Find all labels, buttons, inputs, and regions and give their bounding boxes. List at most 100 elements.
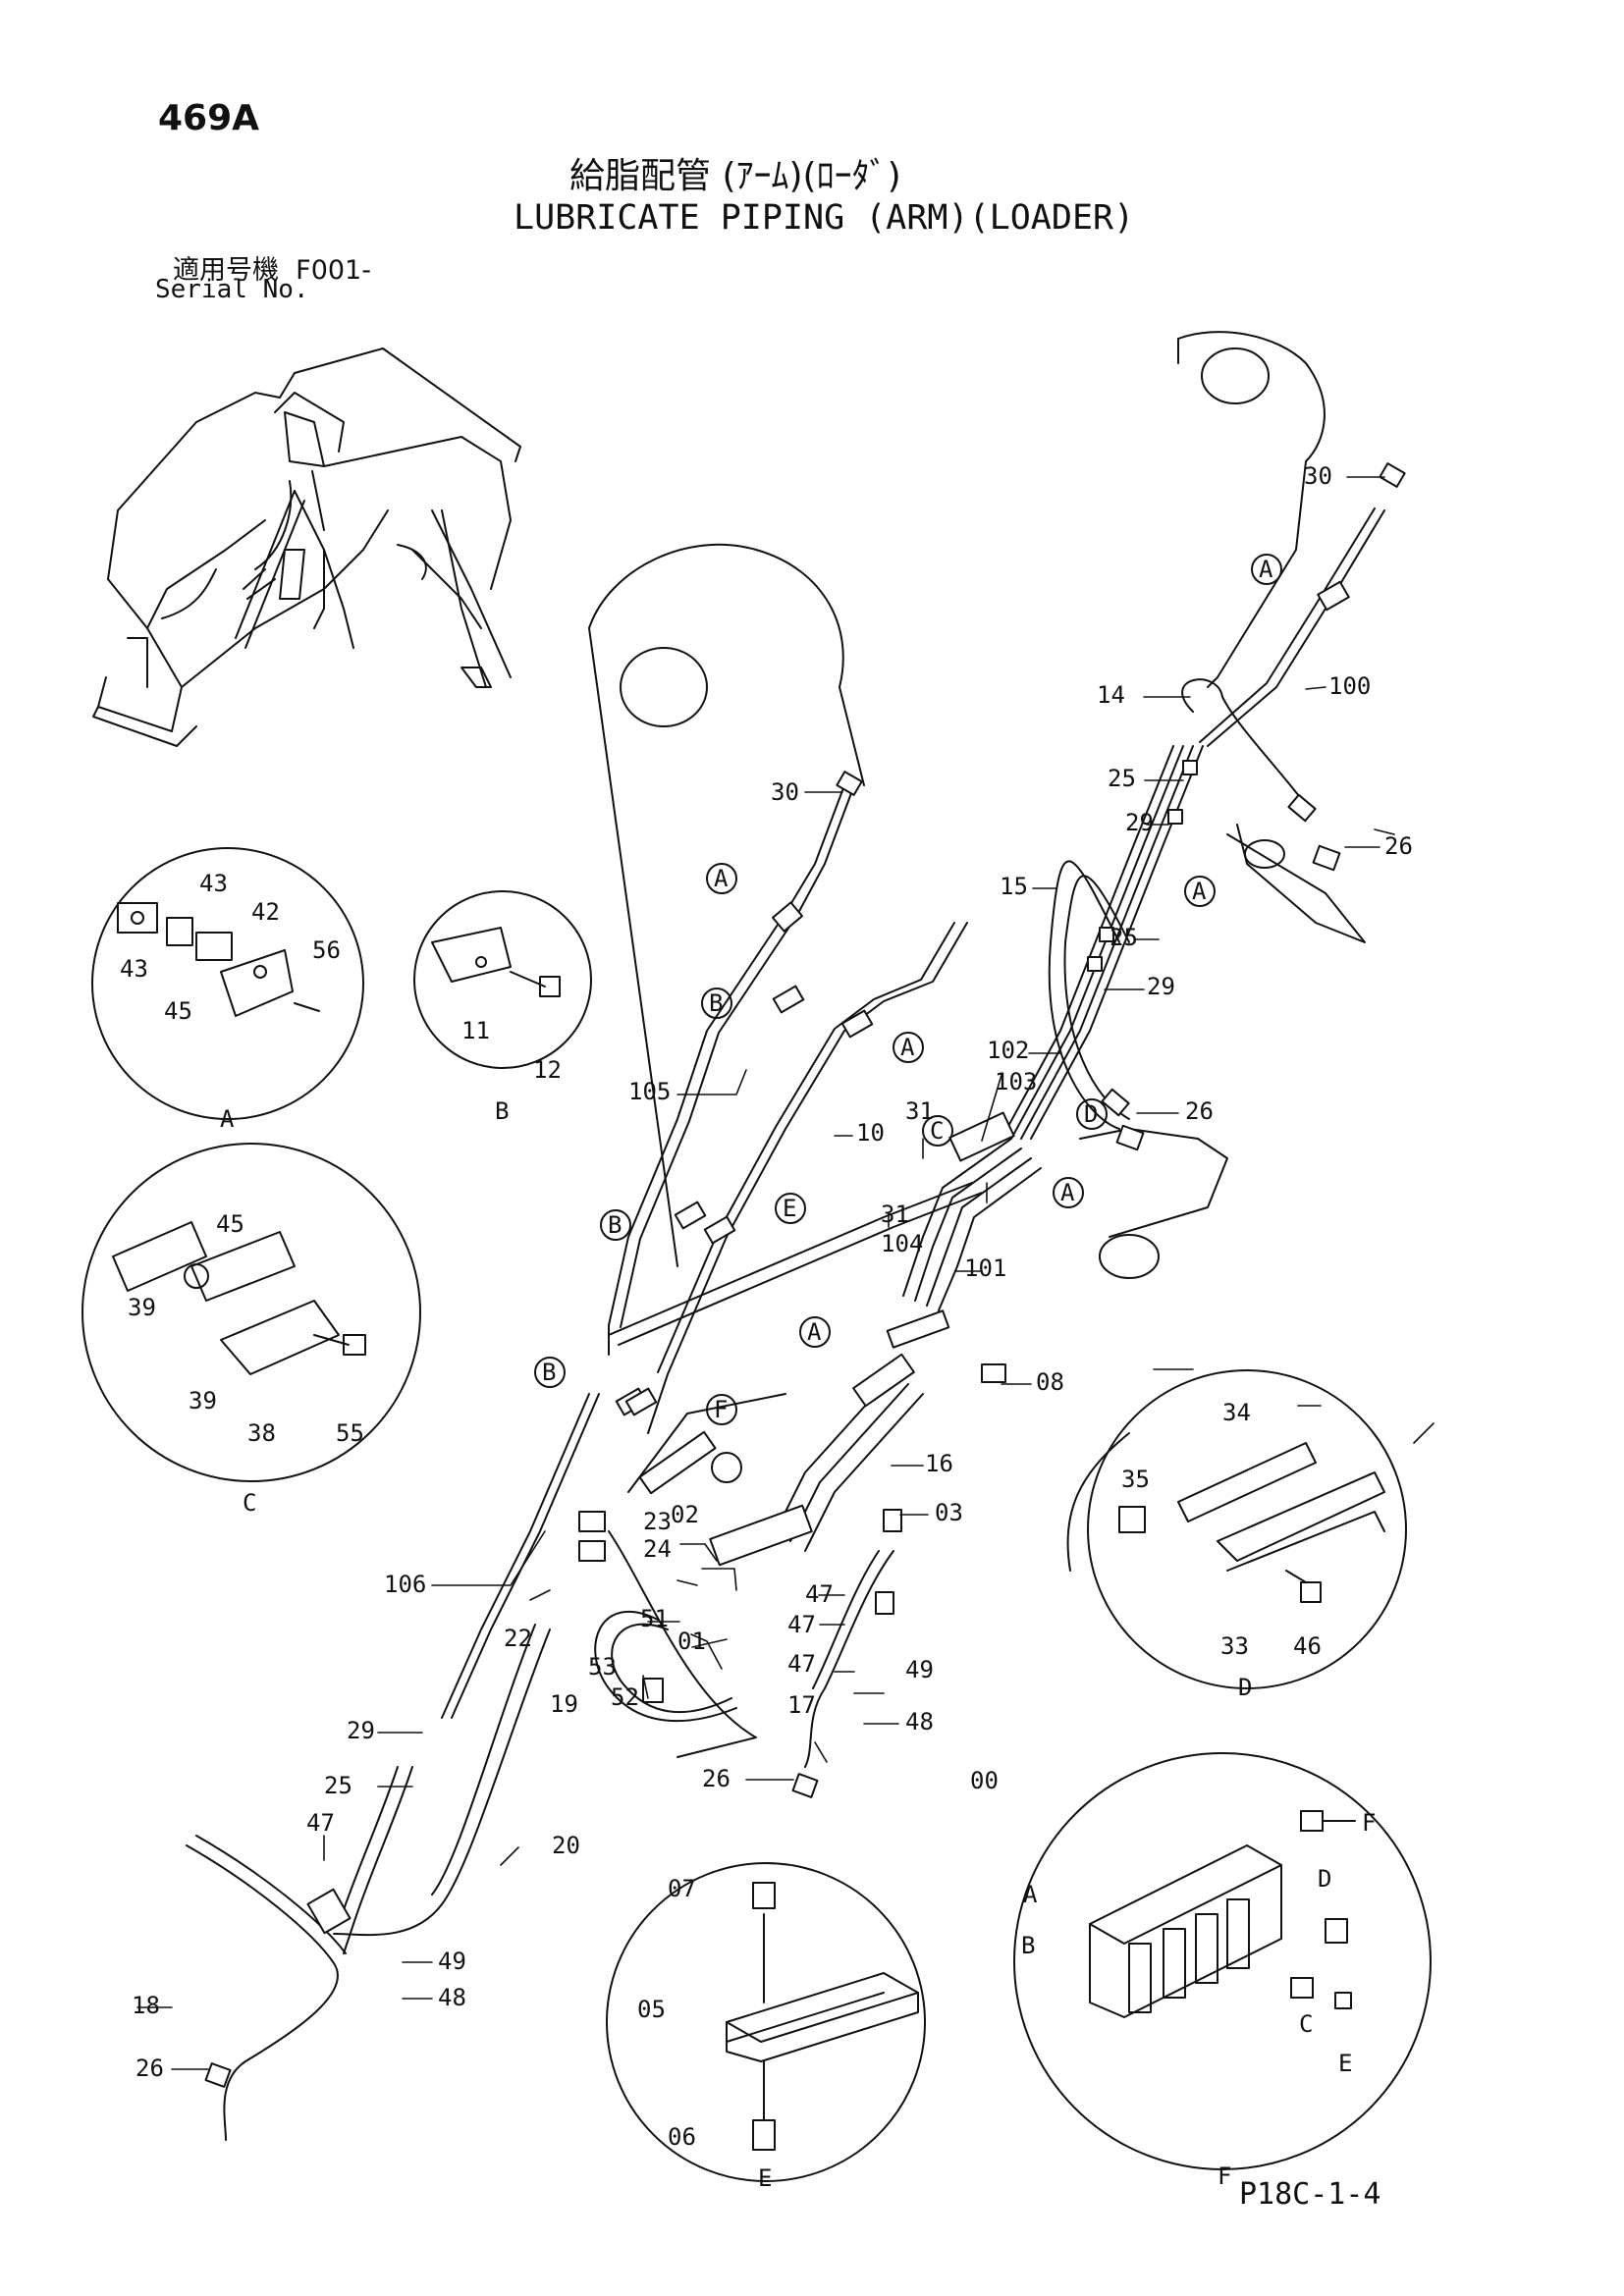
callout-letter: A bbox=[807, 1318, 822, 1346]
part-label: 51 bbox=[640, 1605, 669, 1632]
part-label: 106 bbox=[384, 1571, 426, 1598]
fittings bbox=[204, 462, 1406, 2088]
part-label: 20 bbox=[552, 1832, 580, 1859]
detail-A-circle bbox=[91, 847, 364, 1120]
part-label: 26 bbox=[135, 2055, 164, 2082]
loader-overview-sketch bbox=[92, 347, 521, 747]
detail-F-circle bbox=[1013, 1752, 1432, 2170]
part-label: 49 bbox=[905, 1656, 934, 1683]
callout-letter: C bbox=[930, 1117, 944, 1145]
detail-A-label: 56 bbox=[312, 936, 341, 964]
callout-circles bbox=[534, 554, 1282, 1483]
callout-letter: B bbox=[709, 989, 723, 1017]
part-label: 26 bbox=[1185, 1097, 1214, 1125]
part-label: 29 bbox=[1147, 973, 1175, 1000]
part-label: 23 bbox=[643, 1508, 672, 1535]
detail-C-label: 45 bbox=[216, 1210, 244, 1238]
title-english: LUBRICATE PIPING (ARM)(LOADER) bbox=[514, 198, 1135, 238]
part-label: 52 bbox=[611, 1683, 639, 1711]
part-label: 47 bbox=[787, 1611, 816, 1638]
callout-letter: B bbox=[608, 1211, 622, 1239]
serial-label-jp-text: 適用号機 bbox=[173, 255, 279, 286]
detail-A-label: 43 bbox=[199, 870, 228, 897]
part-label: 29 bbox=[1125, 809, 1154, 836]
detail-B-circle bbox=[413, 890, 592, 1069]
detail-D-circle bbox=[1087, 1369, 1407, 1689]
detail-E-label: 06 bbox=[668, 2123, 696, 2151]
part-label: 22 bbox=[504, 1625, 532, 1652]
part-label: 30 bbox=[1304, 462, 1332, 490]
part-label: 24 bbox=[643, 1535, 672, 1563]
part-label: 25 bbox=[1110, 924, 1138, 951]
detail-D-caption: D bbox=[1238, 1674, 1252, 1701]
detail-F-label: A bbox=[1023, 1881, 1038, 1908]
detail-F-label: B bbox=[1021, 1932, 1035, 1959]
part-label: 19 bbox=[550, 1690, 578, 1718]
callout-letter: A bbox=[1259, 556, 1273, 583]
part-label: 103 bbox=[995, 1068, 1037, 1095]
part-label: 02 bbox=[671, 1501, 699, 1528]
part-label: 102 bbox=[987, 1037, 1029, 1064]
part-label: 47 bbox=[805, 1580, 834, 1608]
part-label: 25 bbox=[1108, 765, 1136, 792]
part-label: 100 bbox=[1328, 672, 1371, 700]
part-label: 26 bbox=[702, 1765, 731, 1792]
detail-C-label: 55 bbox=[336, 1419, 364, 1447]
part-label: 26 bbox=[1384, 832, 1413, 860]
part-label: 14 bbox=[1097, 681, 1125, 709]
detail-B-label: 11 bbox=[461, 1017, 490, 1044]
part-label: 03 bbox=[935, 1499, 963, 1526]
part-label: 31 bbox=[905, 1097, 934, 1125]
callout-letter: B bbox=[542, 1359, 556, 1386]
detail-E-label: 07 bbox=[668, 1875, 696, 1902]
part-label: 30 bbox=[771, 778, 799, 806]
part-label: 10 bbox=[856, 1119, 885, 1147]
part-label: 49 bbox=[438, 1948, 466, 1975]
callout-letter: F bbox=[714, 1396, 728, 1423]
arm-body-outline bbox=[588, 331, 1366, 1758]
lubrication-pipes bbox=[186, 507, 1385, 2141]
detail-F-item: 00 bbox=[970, 1767, 999, 1794]
part-label: 48 bbox=[438, 1984, 466, 2011]
callout-letter: D bbox=[1084, 1100, 1098, 1128]
part-label: 48 bbox=[905, 1708, 934, 1735]
detail-F-label: E bbox=[1338, 2050, 1352, 2077]
part-label: 16 bbox=[925, 1450, 953, 1477]
detail-C-label: 39 bbox=[189, 1387, 217, 1415]
part-label: 105 bbox=[628, 1078, 671, 1105]
part-label: 31 bbox=[881, 1201, 909, 1228]
detail-F-caption: F bbox=[1218, 2163, 1231, 2190]
part-label: 17 bbox=[787, 1691, 816, 1719]
detail-F-label: D bbox=[1318, 1865, 1331, 1893]
part-label: 18 bbox=[132, 1992, 160, 2019]
part-label: 01 bbox=[677, 1628, 706, 1655]
detail-F-label: C bbox=[1299, 2010, 1313, 2038]
detail-D-label: 33 bbox=[1220, 1632, 1249, 1660]
detail-D-label: 46 bbox=[1293, 1632, 1322, 1660]
detail-E-circle bbox=[606, 1862, 926, 2182]
callout-letter: E bbox=[783, 1195, 796, 1222]
detail-A-label: 42 bbox=[251, 898, 280, 926]
part-label: 08 bbox=[1036, 1368, 1064, 1396]
detail-C-label: 39 bbox=[128, 1294, 156, 1321]
detail-B-label: 12 bbox=[533, 1056, 562, 1084]
detail-D-label: 35 bbox=[1121, 1466, 1150, 1493]
leader-lines bbox=[136, 476, 1435, 2070]
title-japanese: 給脂配管 (ｱｰﾑ)(ﾛｰﾀﾞ) bbox=[569, 156, 901, 196]
detail-E-caption: E bbox=[758, 2164, 772, 2192]
part-label: 101 bbox=[964, 1255, 1006, 1282]
part-label: 47 bbox=[306, 1809, 335, 1837]
callout-letter: A bbox=[714, 865, 729, 892]
callout-letter: A bbox=[1060, 1179, 1075, 1206]
detail-A-caption: A bbox=[220, 1105, 235, 1133]
serial-label-english: Serial No. bbox=[155, 275, 309, 304]
reference-code: P18C-1-4 bbox=[1239, 2177, 1381, 2212]
callout-letter: A bbox=[900, 1034, 915, 1061]
detail-D-label: 34 bbox=[1222, 1399, 1251, 1426]
part-label: 29 bbox=[347, 1717, 375, 1744]
detail-C-label: 38 bbox=[247, 1419, 276, 1447]
detail-E-label: 05 bbox=[637, 1996, 666, 2023]
